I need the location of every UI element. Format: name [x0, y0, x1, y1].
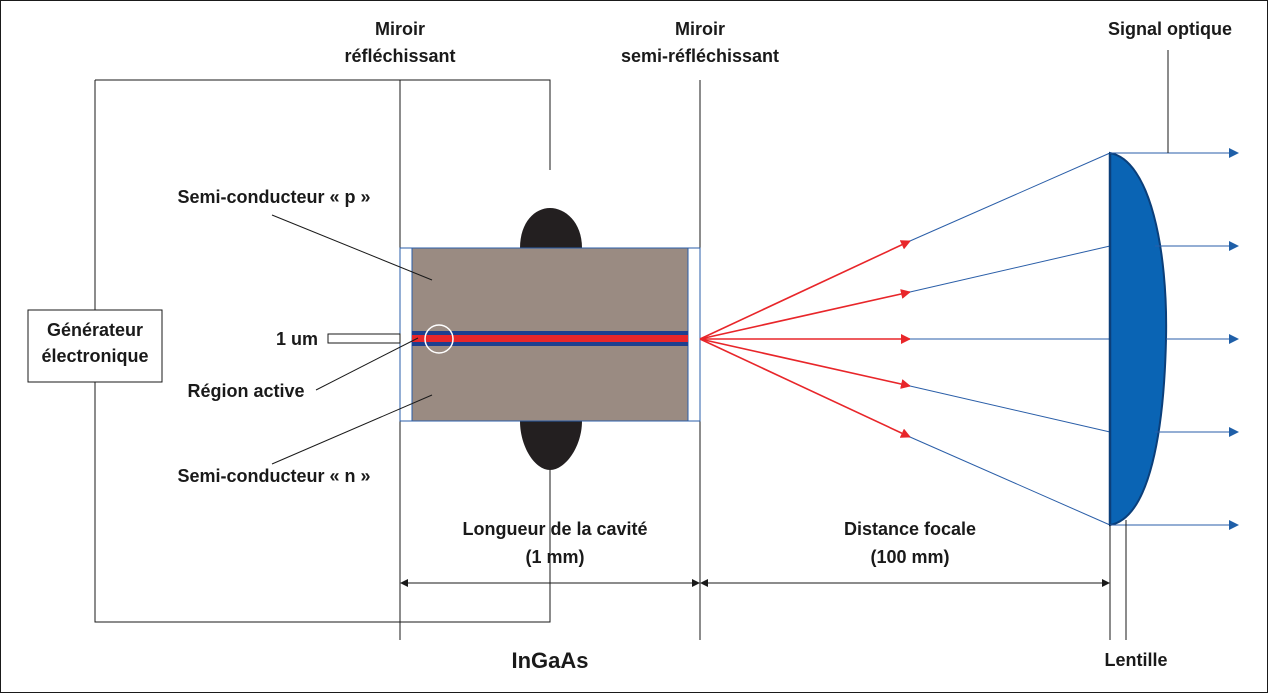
active-region-label: Région active	[187, 381, 304, 401]
one-um-label: 1 um	[276, 329, 318, 349]
circuit-wire-bottom	[94, 382, 551, 623]
active-region-top-layer	[412, 331, 688, 335]
red-beams	[699, 240, 911, 438]
cavity-length-label-line1: Longueur de la cavité	[462, 519, 647, 539]
generator-label-line1: Générateur	[47, 320, 143, 340]
focal-distance-label-line2: (100 mm)	[870, 547, 949, 567]
generator-box	[27, 309, 163, 383]
semiconductor-n-label: Semi-conducteur « n »	[177, 466, 370, 486]
blue-beam-5	[909, 436, 1111, 526]
semiconductor-p-leader	[271, 214, 433, 281]
blue-beams	[909, 152, 1111, 526]
focal-distance-label-line1: Distance focale	[844, 519, 976, 539]
red-beam-5	[699, 338, 911, 438]
generator-label-line2: électronique	[41, 346, 148, 366]
red-beam-4	[699, 338, 911, 389]
blue-beam-1	[909, 152, 1111, 242]
reflective-mirror-label-line2: réfléchissant	[344, 46, 455, 66]
lens-label: Lentille	[1104, 650, 1167, 670]
bottom-electrode	[520, 421, 582, 470]
optical-signal-label: Signal optique	[1108, 19, 1232, 39]
one-um-pointer	[327, 333, 401, 344]
active-region-leader	[315, 337, 419, 391]
red-beam-1	[699, 240, 911, 340]
blue-beam-4	[909, 385, 1111, 433]
active-region-bottom-layer	[412, 342, 688, 346]
active-region-highlight-circle	[424, 324, 454, 354]
semiconductor-n-leader	[271, 394, 433, 465]
top-electrode	[520, 208, 582, 248]
lens	[1109, 151, 1168, 527]
red-beam-2	[699, 289, 911, 340]
circuit-wire-top	[95, 79, 551, 170]
blue-beam-2	[909, 245, 1111, 293]
semi-reflective-mirror-label-line1: Miroir	[675, 19, 725, 39]
active-region	[412, 335, 688, 342]
semiconductor-p-label: Semi-conducteur « p »	[177, 187, 370, 207]
material-label: InGaAs	[511, 648, 588, 673]
semi-reflective-mirror-label-line2: semi-réfléchissant	[621, 46, 779, 66]
cavity-length-label-line2: (1 mm)	[525, 547, 584, 567]
reflective-mirror-label-line1: Miroir	[375, 19, 425, 39]
output-beams	[1110, 148, 1239, 530]
